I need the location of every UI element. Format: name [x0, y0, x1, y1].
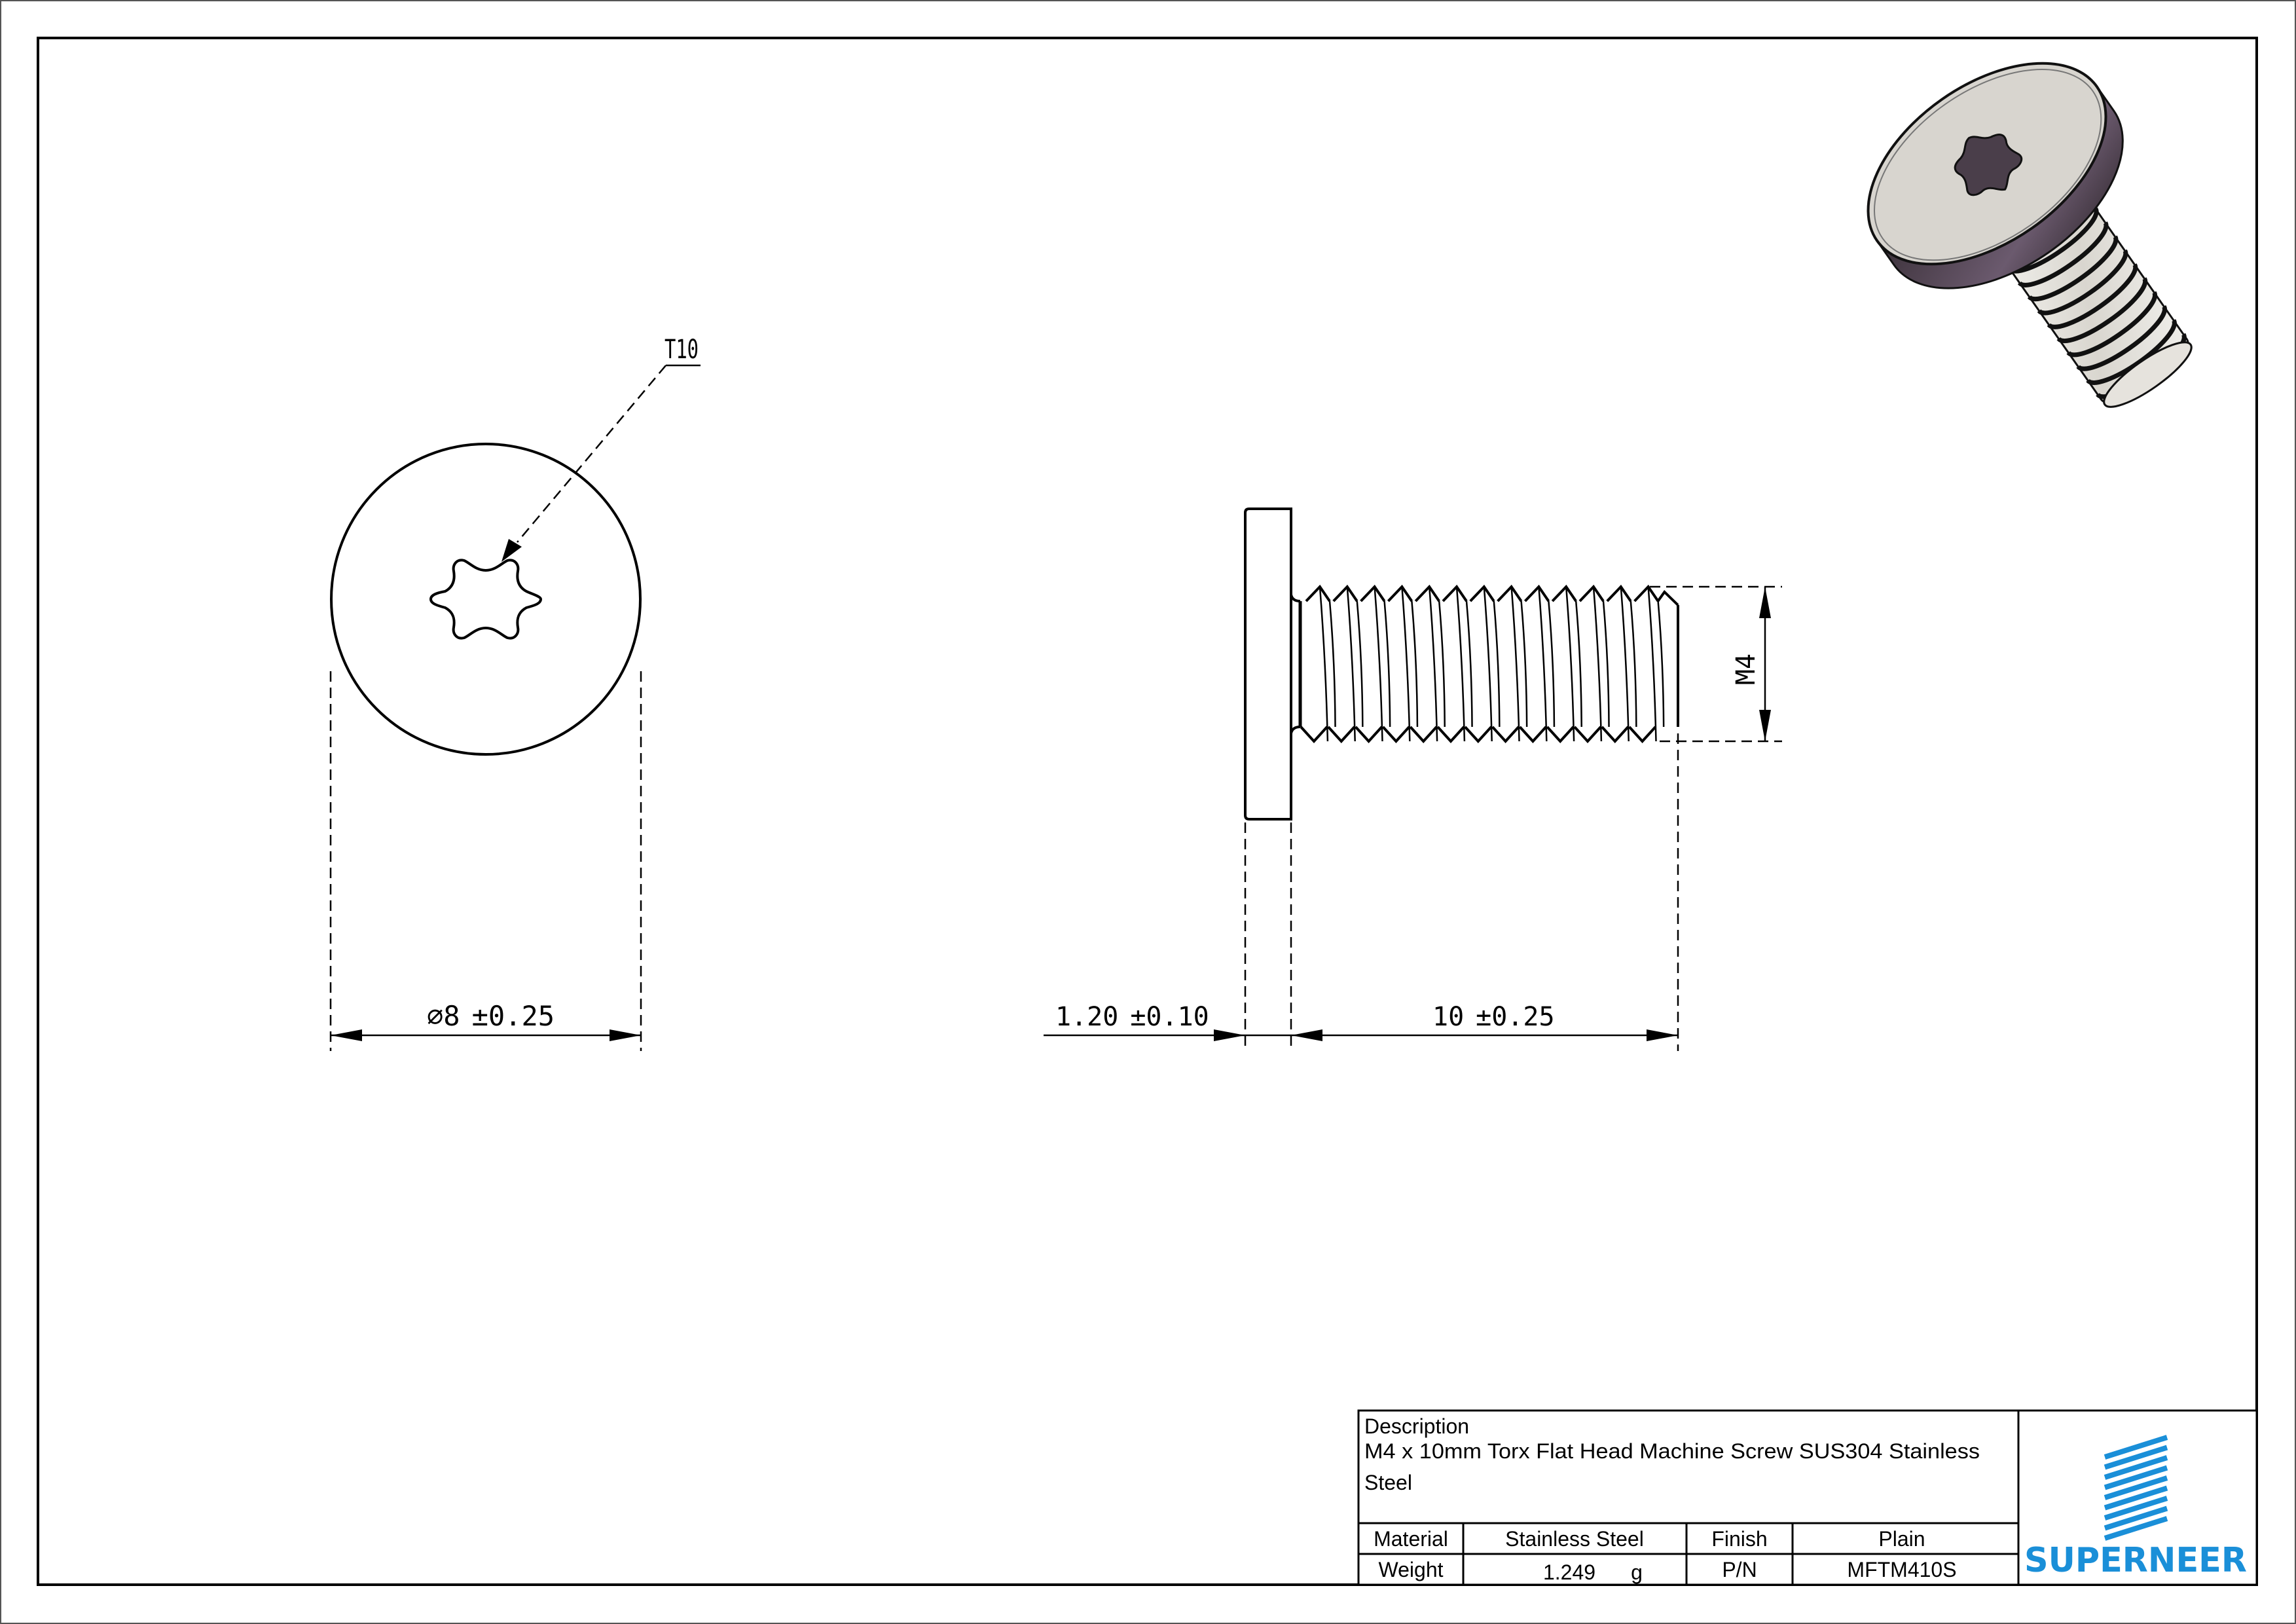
- isometric-screw-view: [1867, 62, 2193, 408]
- drawing-border: [37, 37, 2258, 1586]
- description-line-1: M4 x 10mm Torx Flat Head Machine Screw S…: [1364, 1439, 1980, 1463]
- length-arrow-right: [1647, 1029, 1678, 1041]
- iso-shank-end: [2103, 341, 2193, 408]
- diameter-arrow-right: [610, 1029, 641, 1041]
- head-thickness-dimension-text: 1.20 ±0.10: [1055, 1002, 1209, 1032]
- pn-value: MFTM410S: [1847, 1558, 1956, 1581]
- iso-torx-recess-icon: [1954, 134, 2023, 196]
- t10-leader-arrow: [501, 539, 522, 562]
- diameter-value: 8: [443, 1000, 460, 1032]
- iso-head-chamfer: [1874, 69, 2102, 261]
- superneer-logo: SUPERNEER: [2024, 1435, 2247, 1580]
- title-block: Description M4 x 10mm Torx Flat Head Mac…: [1357, 1409, 2258, 1586]
- thread-teeth: [1300, 584, 1679, 743]
- finish-value: Plain: [1878, 1527, 1925, 1551]
- weight-label: Weight: [1378, 1558, 1443, 1581]
- screw-head-profile: [1244, 507, 1292, 821]
- pn-label: P/N: [1722, 1558, 1757, 1581]
- logo-stripes-icon: [2104, 1435, 2168, 1541]
- weight-unit: g: [1631, 1560, 1643, 1584]
- diameter-arrow-left: [331, 1029, 362, 1041]
- length-tolerance: ±0.25: [1476, 1002, 1554, 1032]
- side-view: M4 1.20 ±0.10 10 ±0.25: [1044, 507, 1782, 1051]
- length-dimension-text: 10 ±0.25: [1432, 1002, 1555, 1032]
- head-thickness-value: 1.20: [1055, 1002, 1118, 1032]
- head-thickness-tolerance: ±0.10: [1130, 1002, 1209, 1032]
- finish-label: Finish: [1711, 1527, 1767, 1551]
- m4-arrow-bottom: [1759, 710, 1771, 741]
- material-value: Stainless Steel: [1505, 1527, 1644, 1551]
- description-line-2: Steel: [1364, 1471, 1412, 1494]
- m4-arrow-top: [1759, 587, 1771, 618]
- diameter-dimension-text: ⌀8 ±0.25: [427, 1000, 555, 1032]
- head-outline-circle: [330, 443, 642, 756]
- material-label: Material: [1374, 1527, 1448, 1551]
- length-value: 10: [1432, 1002, 1464, 1032]
- t10-callout-label: T10: [665, 335, 699, 365]
- diameter-tolerance: ±0.25: [472, 1000, 555, 1032]
- shank-fillet-top: [1290, 594, 1301, 602]
- m4-thread-label: M4: [1731, 654, 1761, 685]
- t10-leader-line: [517, 365, 666, 543]
- weight-value: 1.249: [1543, 1560, 1595, 1584]
- description-label: Description: [1364, 1414, 1469, 1438]
- front-view: T10 ⌀8 ±0.25: [329, 335, 701, 1051]
- diameter-symbol: ⌀: [427, 1000, 443, 1032]
- torx-recess-icon: [429, 559, 543, 640]
- shank-fillet-bottom: [1290, 726, 1301, 734]
- head-thickness-arrow: [1214, 1029, 1245, 1041]
- logo-wordmark: SUPERNEER: [2024, 1541, 2247, 1580]
